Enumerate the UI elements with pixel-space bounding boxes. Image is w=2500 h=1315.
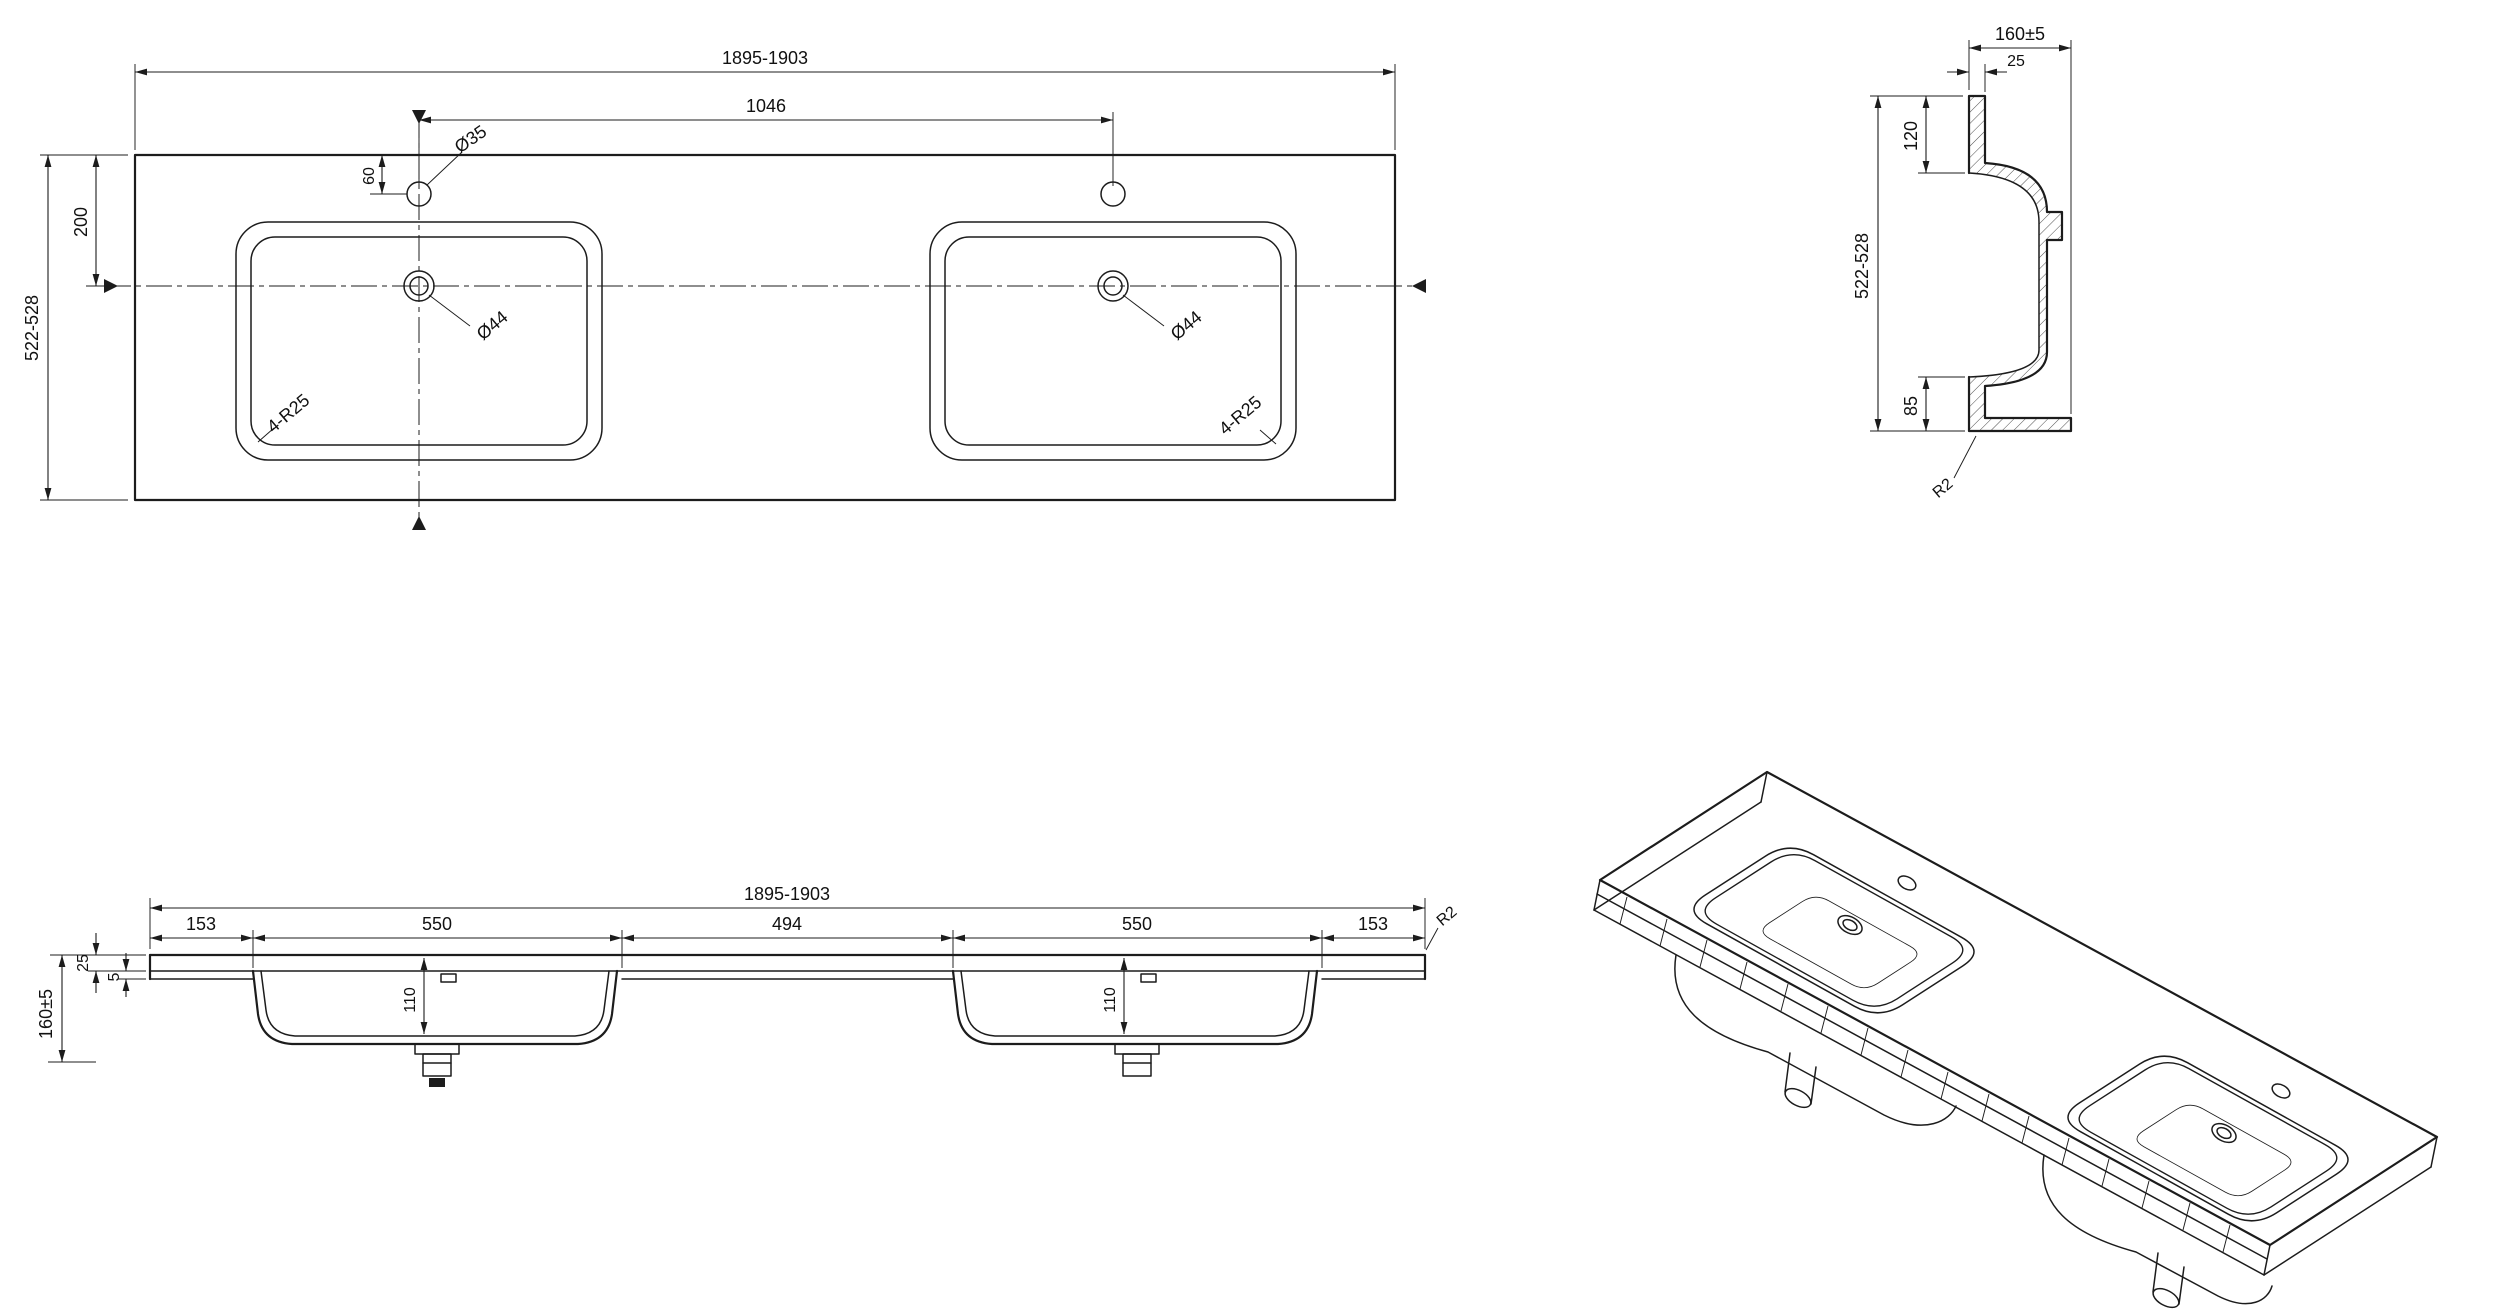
svg-text:5: 5 (106, 972, 123, 981)
basin-right-inner-rim (944, 236, 1282, 446)
dim-faucet-from-back: 60 (361, 155, 407, 195)
svg-text:160±5: 160±5 (1995, 24, 2045, 44)
overflow-slot (440, 973, 457, 983)
side-section-view: 160±5 25 120 522-528 85 (1852, 24, 2073, 502)
svg-text:25: 25 (75, 954, 92, 972)
svg-text:Ø35: Ø35 (451, 121, 490, 157)
iso-slab-edge (1596, 893, 2268, 1260)
iso-left-end (1760, 771, 1768, 803)
svg-text:120: 120 (1901, 121, 1921, 151)
label-drain-left: Ø44 (428, 294, 512, 344)
dim-side-top-thickness: 25 (1947, 53, 2025, 92)
plan-view: 1895-1903 1046 522-528 200 60 (22, 48, 1426, 530)
countertop-outline (133, 153, 1397, 502)
svg-text:550: 550 (422, 914, 452, 934)
iso-right-end (2430, 1136, 2438, 1168)
dim-bowl-depth-right: 110 (1102, 958, 1128, 1034)
svg-text:200: 200 (71, 207, 91, 237)
drain-pipe (422, 1053, 452, 1077)
label-side-edge-radius: R2 (1930, 435, 1977, 502)
dim-side-back-to-bowl: 120 (1901, 95, 1965, 174)
svg-text:85: 85 (1901, 396, 1921, 416)
label-corner-radius-left: 4-R25 (257, 390, 313, 443)
label-faucet-hole: Ø35 (426, 121, 490, 186)
iso-top-surface (1598, 770, 2439, 1247)
apron-hatch-ticks (1619, 896, 2231, 1253)
section-arrow-bottom (412, 516, 426, 530)
iso-bowl-shell-left (1674, 954, 1957, 1126)
iso-drain-stub-right (2152, 1287, 2180, 1309)
iso-basin-right (2068, 1056, 2348, 1221)
svg-text:R2: R2 (1434, 903, 1461, 929)
svg-text:494: 494 (772, 914, 802, 934)
label-front-edge-radius: R2 (1425, 903, 1461, 951)
section-material (1969, 96, 2071, 431)
iso-basin (1693, 847, 1975, 1014)
isometric-view (1593, 770, 2439, 1309)
front-section-view: 1895-1903 153 550 494 550 153 R2 (36, 884, 1460, 1087)
svg-text:1895-1903: 1895-1903 (744, 884, 830, 904)
svg-text:160±5: 160±5 (36, 989, 56, 1039)
svg-text:153: 153 (1358, 914, 1388, 934)
svg-text:60: 60 (361, 167, 378, 185)
dim-bowl-center-from-back: 200 (71, 155, 108, 287)
dim-faucet-centers: 1046 (418, 96, 1114, 186)
svg-text:4-R25: 4-R25 (1215, 392, 1265, 439)
dim-bowl-depth-left: 110 (402, 958, 428, 1034)
dim-side-total-height: 160±5 (1968, 24, 2072, 414)
svg-text:Ø44: Ø44 (1167, 307, 1206, 344)
svg-text:522-528: 522-528 (1852, 233, 1872, 299)
svg-text:Ø44: Ø44 (473, 307, 512, 344)
iso-apron-bottom (1593, 909, 2265, 1276)
label-corner-radius-right: 4-R25 (1215, 392, 1277, 445)
dim-front-top-thickness: 25 (50, 933, 146, 993)
section-arrow-right (1412, 279, 1426, 293)
svg-text:4-R25: 4-R25 (263, 390, 313, 437)
dim-overall-width: 1895-1903 (134, 48, 1396, 150)
front-bowl-right (951, 969, 1319, 1078)
svg-text:1046: 1046 (746, 96, 786, 116)
drain-flange (414, 1043, 460, 1055)
iso-drain-stub-left (1784, 1087, 1812, 1109)
svg-text:110: 110 (1102, 987, 1119, 1013)
dim-front-overall-width: 1895-1903 (149, 884, 1426, 949)
basin-right-outer-rim (929, 221, 1297, 461)
side-profile-outer (1967, 94, 2073, 433)
iso-faucet-hole (1897, 875, 1917, 891)
svg-text:153: 153 (186, 914, 216, 934)
dim-front-lip: 5 (106, 953, 146, 997)
iso-drain (1837, 914, 1863, 936)
section-arrow-left (104, 279, 118, 293)
front-bowl (251, 969, 619, 1077)
svg-text:25: 25 (2007, 53, 2025, 70)
dim-depth: 522-528 (22, 154, 128, 501)
dim-side-depth: 522-528 (1852, 95, 1965, 432)
svg-text:R2: R2 (1930, 475, 1957, 501)
svg-text:110: 110 (402, 987, 419, 1013)
label-drain-right: Ø44 (1122, 294, 1206, 344)
dim-side-bowl-to-front: 85 (1901, 376, 1965, 431)
svg-text:522-528: 522-528 (22, 295, 42, 361)
drain-fitting-left (429, 1078, 445, 1087)
iso-bowl-shell-right (2042, 1154, 2273, 1305)
dim-front-total-height: 160±5 (36, 955, 96, 1063)
svg-text:1895-1903: 1895-1903 (722, 48, 808, 68)
dim-front-segments: 153 550 494 550 153 (150, 914, 1425, 968)
svg-text:550: 550 (1122, 914, 1152, 934)
side-profile-bowl-inner (1968, 172, 2040, 378)
